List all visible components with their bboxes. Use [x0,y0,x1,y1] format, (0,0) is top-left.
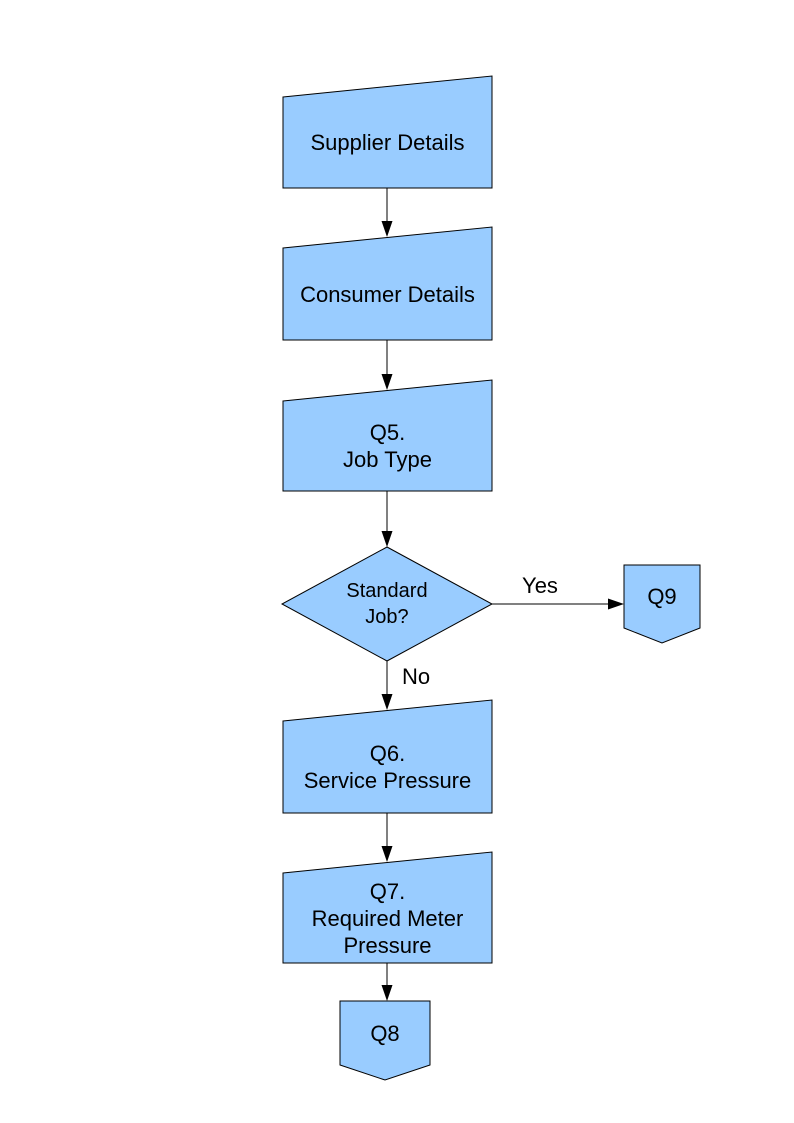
node-q5-job-type [282,379,493,492]
arrowhead-icon [381,531,393,547]
node-shapes [280,75,701,1081]
arrowhead-icon [381,985,393,1001]
arrowhead-icon [381,221,393,237]
node-q8-connector [339,1000,431,1081]
node-supplier-details [282,75,493,189]
arrowhead-icon [381,694,393,710]
node-consumer-details [282,226,493,341]
edge-lines [386,188,611,988]
edge-arrowheads [381,221,624,1001]
arrowhead-icon [381,374,393,390]
node-q9-connector [623,564,701,644]
node-q6-service-pressure [282,699,493,814]
arrowhead-icon [381,846,393,862]
node-q7-required-meter-pressure [282,851,493,964]
node-standard-job-decision [280,546,494,662]
arrowhead-icon [608,598,624,610]
